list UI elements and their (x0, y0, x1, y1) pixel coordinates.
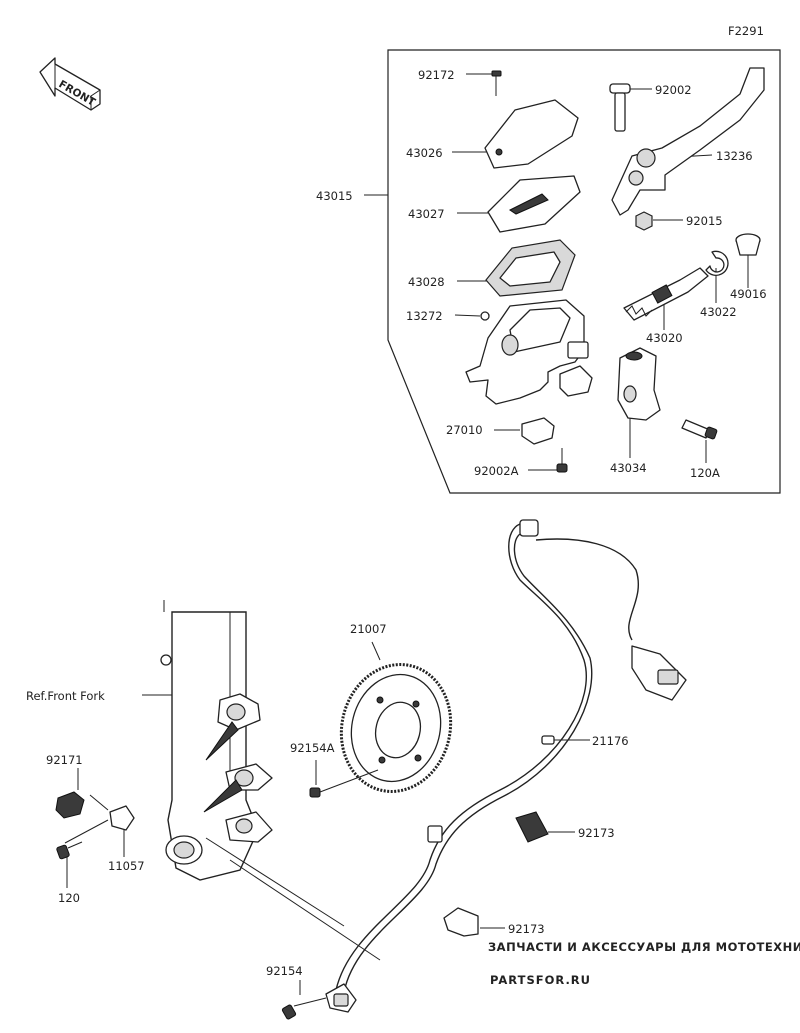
part-92002-pin (609, 83, 631, 132)
part-92002A-screw (556, 448, 568, 473)
label-120A: 120A (690, 466, 720, 480)
part-13236-lever (611, 67, 765, 216)
label-43022: 43022 (700, 305, 737, 319)
part-92015-nut (635, 211, 653, 231)
label-43020: 43020 (646, 331, 683, 345)
label-92173-lower: 92173 (508, 922, 545, 936)
label-92015: 92015 (686, 214, 723, 228)
part-49016-boot (735, 233, 761, 256)
label-11057: 11057 (108, 859, 145, 873)
part-92171-rubber (55, 791, 85, 819)
label-43015: 43015 (316, 189, 353, 203)
label-43027: 43027 (408, 207, 445, 221)
front-fork (160, 600, 273, 881)
label-92002A: 92002A (474, 464, 519, 478)
master-cylinder-body (465, 299, 593, 405)
label-92173-upper: 92173 (578, 826, 615, 840)
sensor-guide-lines (205, 837, 381, 961)
label-13236: 13236 (716, 149, 753, 163)
part-92173-clamp-lower (443, 907, 479, 937)
part-43020-piston-kit (623, 267, 709, 321)
part-43034-clamp (617, 347, 661, 421)
part-21007-abs-rotor (339, 663, 453, 793)
part-13272-bleeder (480, 311, 490, 321)
label-43028: 43028 (408, 275, 445, 289)
part-43026-cap (484, 99, 579, 169)
label-27010: 27010 (446, 423, 483, 437)
part-120A-bolt (681, 419, 718, 440)
label-92154A: 92154A (290, 741, 335, 755)
part-labels: 92172 92002 43026 13236 43015 43027 9201… (26, 68, 767, 978)
label-92171: 92171 (46, 753, 83, 767)
label-21007: 21007 (350, 622, 387, 636)
part-27010-switch (521, 417, 555, 445)
part-92172-screw (491, 70, 502, 96)
label-49016: 49016 (730, 287, 767, 301)
watermark-tagline: ЗАПЧАСТИ И АКСЕССУАРЫ ДЛЯ МОТОТЕХНИКИ (488, 940, 800, 954)
watermark-logo: PARTSFOR.RU (490, 973, 591, 987)
watermark: ЗАПЧАСТИ И АКСЕССУАРЫ ДЛЯ МОТОТЕХНИКИ PA… (488, 940, 800, 987)
label-13272: 13272 (406, 309, 443, 323)
label-43026: 43026 (406, 146, 443, 160)
front-arrow-icon: FRONT (39, 57, 101, 111)
label-21176: 21176 (592, 734, 629, 748)
part-11057-bracket (109, 805, 135, 831)
assembly-43015-frame (387, 49, 781, 494)
part-92154A-screw (309, 769, 379, 798)
part-21176-abs-cable (325, 519, 687, 1013)
label-43034: 43034 (610, 461, 647, 475)
label-120: 120 (58, 891, 80, 905)
label-92154: 92154 (266, 964, 303, 978)
part-92173-clamp-upper (515, 811, 549, 843)
label-92002: 92002 (655, 83, 692, 97)
part-92154-bolt (281, 997, 327, 1020)
leader-lines (64, 73, 749, 995)
label-92172: 92172 (418, 68, 455, 82)
part-120-bolt (56, 841, 83, 860)
diagram-code: F2291 (728, 24, 764, 38)
label-ref-front-fork: Ref.Front Fork (26, 689, 105, 703)
part-43022-circlip (705, 250, 729, 276)
